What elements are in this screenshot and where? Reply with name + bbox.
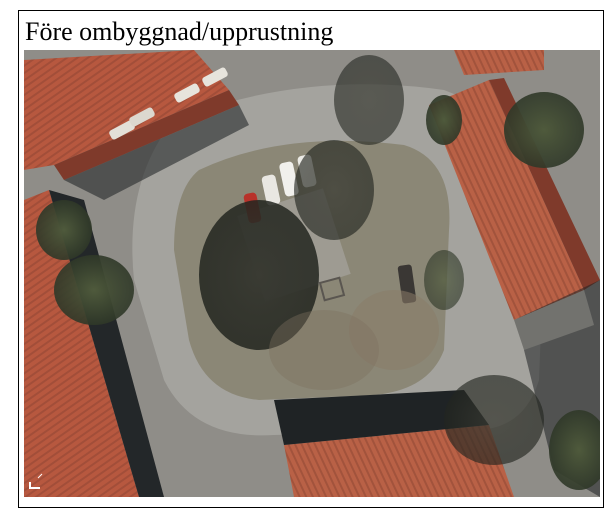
top-left-cars <box>109 67 228 140</box>
building-top-right <box>454 50 544 75</box>
figure-caption: Före ombyggnad/upprustning <box>25 17 334 46</box>
trees <box>36 55 600 490</box>
aerial-photo <box>24 50 600 497</box>
playground <box>318 276 346 302</box>
compass-icon <box>29 473 43 489</box>
shadow-top <box>64 105 249 200</box>
building-top-left <box>24 50 239 180</box>
